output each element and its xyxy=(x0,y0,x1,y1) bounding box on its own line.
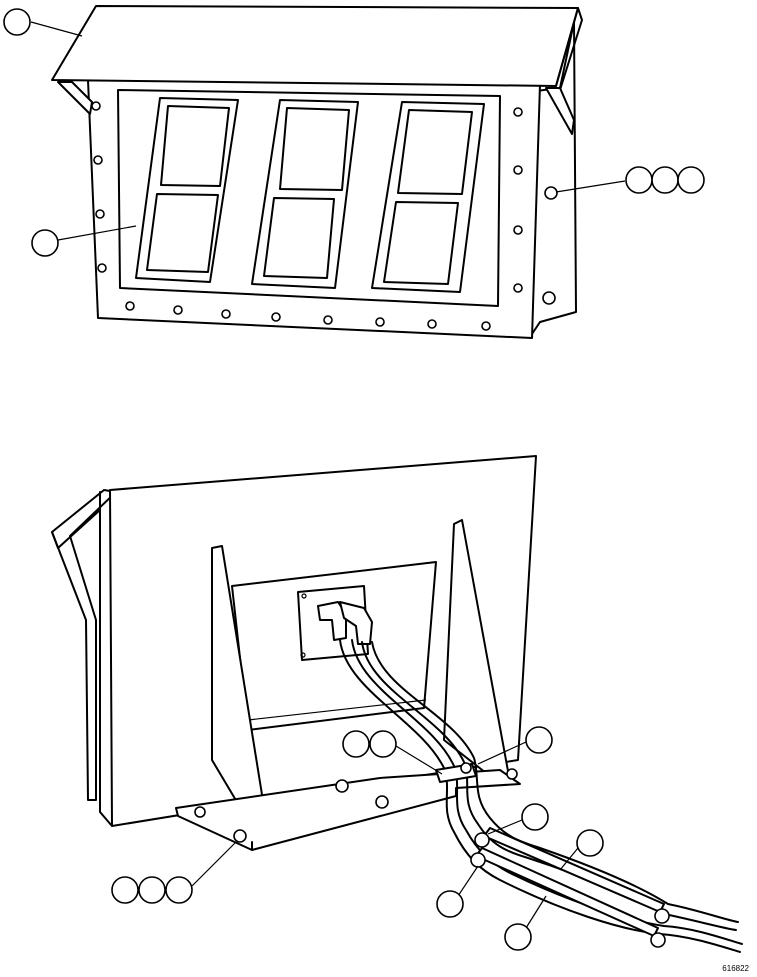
mount-base-plate xyxy=(175,769,521,851)
hood-left-bracket xyxy=(57,81,93,115)
digit-segment-1 xyxy=(135,97,239,283)
connector-elbow-right xyxy=(339,601,373,645)
figure-id-label: 616822 xyxy=(722,964,749,973)
side-fastener-lower xyxy=(542,291,556,305)
callout-conduit-upper xyxy=(559,829,604,871)
callout-conduit-lower xyxy=(504,895,547,951)
conduit-upper xyxy=(483,827,665,913)
callout-clamp-lower xyxy=(436,865,479,918)
display-front-assembly xyxy=(51,5,583,339)
housing-bolt-row xyxy=(91,101,523,331)
display-rear-assembly xyxy=(51,455,743,953)
rear-hood-flap xyxy=(51,489,117,801)
conduit-lower xyxy=(475,847,659,937)
hood-right-bracket xyxy=(545,87,575,135)
side-fastener-upper xyxy=(544,186,558,200)
digit-segment-3 xyxy=(371,101,485,293)
callout-clamp-bracket xyxy=(477,726,553,765)
callout-conduit-clamp xyxy=(487,803,549,835)
callout-base-bolt-group xyxy=(111,841,237,904)
digit-segment-2 xyxy=(251,99,359,289)
callout-cable-clamp-pair xyxy=(342,730,443,775)
callout-visor xyxy=(3,8,83,37)
callout-side-fastener-group xyxy=(555,166,705,194)
callout-display-panel xyxy=(31,225,137,257)
visor-hood xyxy=(51,5,579,87)
base-plate-bolts xyxy=(194,768,518,843)
conduit-clamp-right xyxy=(650,908,670,948)
